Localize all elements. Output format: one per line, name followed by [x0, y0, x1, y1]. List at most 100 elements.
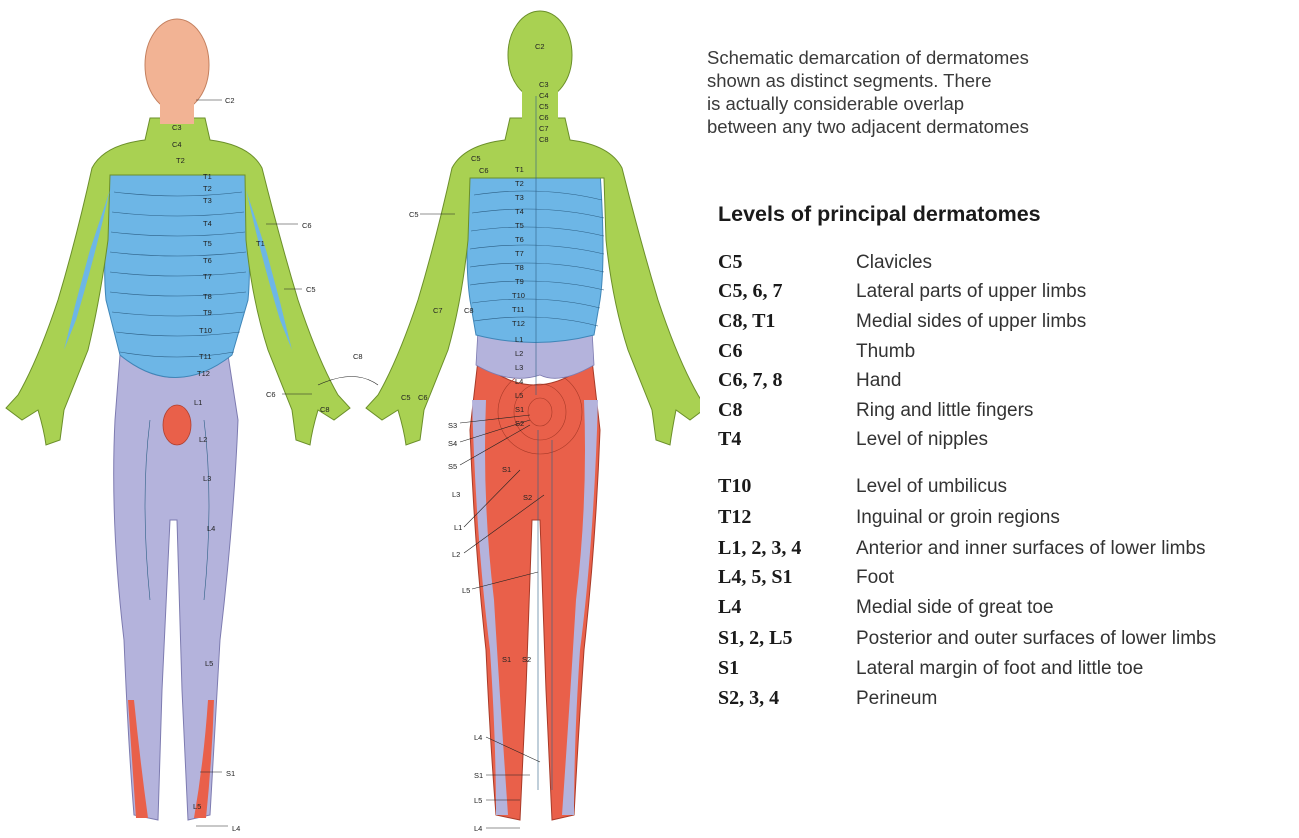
front-label-l1: L1: [194, 398, 202, 407]
back-label-t1: T1: [515, 165, 524, 174]
back-label-l3: L3: [515, 363, 523, 372]
back-label-c5: C5: [539, 102, 549, 111]
back-label-s4: S4: [448, 439, 457, 448]
back-label-l5-leg: L5: [462, 586, 470, 595]
row-level: L4: [718, 596, 856, 619]
front-label-t9: T9: [203, 308, 212, 317]
back-label-l2-leg: L2: [452, 550, 460, 559]
front-head: [145, 19, 209, 111]
back-label-t5: T5: [515, 221, 524, 230]
row-area: Foot: [856, 567, 894, 589]
back-label-s2-calf: S2: [522, 655, 531, 664]
front-label-l4-foot: L4: [232, 824, 240, 833]
back-label-l4: L4: [515, 377, 523, 386]
row-level: T4: [718, 428, 856, 451]
row-area: Ring and little fingers: [856, 400, 1033, 422]
table-row: S1Lateral margin of foot and little toe: [718, 654, 1143, 683]
row-area: Lateral parts of upper limbs: [856, 281, 1086, 303]
front-label-c8-hand: C8: [320, 405, 330, 414]
back-label-l1-leg: L1: [454, 523, 462, 532]
row-level: S1: [718, 657, 856, 680]
row-area: Level of nipples: [856, 429, 988, 451]
front-label-l2: L2: [199, 435, 207, 444]
row-level: T12: [718, 506, 856, 529]
back-label-t6: T6: [515, 235, 524, 244]
row-level: S2, 3, 4: [718, 687, 856, 710]
front-label-l5-foot: L5: [193, 802, 201, 811]
back-label-c6-side: C6: [479, 166, 489, 175]
caption-line: is actually considerable overlap: [707, 92, 1267, 115]
row-level: T10: [718, 475, 856, 498]
back-label-l4-heel: L4: [474, 824, 482, 833]
back-label-t11: T11: [512, 305, 524, 314]
back-label-l1: L1: [515, 335, 523, 344]
back-label-c5-hand: C5: [401, 393, 411, 402]
back-label-c3: C3: [539, 80, 549, 89]
back-label-s2-leg: S2: [523, 493, 532, 502]
caption-line: between any two adjacent dermatomes: [707, 115, 1267, 138]
caption: Schematic demarcation of dermatomes show…: [707, 46, 1267, 138]
back-label-t2: T2: [515, 179, 524, 188]
front-label-t10: T10: [199, 326, 212, 335]
row-level: C5, 6, 7: [718, 280, 856, 303]
back-label-s1: S1: [515, 405, 524, 414]
back-label-t10: T10: [512, 291, 525, 300]
row-area: Anterior and inner surfaces of lower lim…: [856, 538, 1206, 560]
row-level: L1, 2, 3, 4: [718, 537, 856, 560]
back-label-l3-leg: L3: [452, 490, 460, 499]
front-label-c4: C4: [172, 140, 182, 149]
back-label-t9: T9: [515, 277, 524, 286]
front-label-l5: L5: [205, 659, 213, 668]
front-label-t6: T6: [203, 256, 212, 265]
back-label-c8: C8: [539, 135, 549, 144]
back-label-t4: T4: [515, 207, 524, 216]
front-label-t4: T4: [203, 219, 212, 228]
front-label-s1: S1: [226, 769, 235, 778]
back-label-l5: L5: [515, 391, 523, 400]
front-label-l4: L4: [207, 524, 215, 533]
front-label-t2-top: T2: [176, 156, 185, 165]
front-label-t5: T5: [203, 239, 212, 248]
back-label-t3: T3: [515, 193, 524, 202]
row-area: Posterior and outer surfaces of lower li…: [856, 628, 1216, 650]
front-label-c2: C2: [225, 96, 235, 105]
front-label-t7: T7: [203, 272, 212, 281]
table-row: L1, 2, 3, 4Anterior and inner surfaces o…: [718, 534, 1206, 563]
front-label-c8-loop: C8: [353, 352, 363, 361]
back-label-l2: L2: [515, 349, 523, 358]
row-level: S1, 2, L5: [718, 627, 856, 650]
back-label-t7: T7: [515, 249, 524, 258]
row-area: Thumb: [856, 341, 915, 363]
front-label-t1-arm: T1: [256, 239, 265, 248]
back-label-c2: C2: [535, 42, 545, 51]
front-label-l3: L3: [203, 474, 211, 483]
row-level: C8, T1: [718, 310, 856, 333]
caption-line: shown as distinct segments. There: [707, 69, 1267, 92]
row-area: Level of umbilicus: [856, 476, 1007, 498]
row-area: Inguinal or groin regions: [856, 507, 1060, 529]
back-label-c4: C4: [539, 91, 549, 100]
caption-line: Schematic demarcation of dermatomes: [707, 46, 1267, 69]
row-level: C6, 7, 8: [718, 369, 856, 392]
back-label-s1-calf: S1: [502, 655, 511, 664]
back-label-c5-arm: C5: [409, 210, 419, 219]
row-level: C8: [718, 399, 856, 422]
table-title: Levels of principal dermatomes: [718, 202, 1041, 227]
back-body-figure: C2 C3 C4 C5 C6 C7 C8 C5 C6 T1 T2 T3 T4 T…: [366, 11, 700, 833]
back-label-c6-hand: C6: [418, 393, 428, 402]
row-area: Clavicles: [856, 252, 932, 274]
front-label-c6-hand: C6: [266, 390, 276, 399]
back-label-l5-foot: L5: [474, 796, 482, 805]
row-area: Medial side of great toe: [856, 597, 1054, 619]
front-label-t12: T12: [197, 369, 210, 378]
